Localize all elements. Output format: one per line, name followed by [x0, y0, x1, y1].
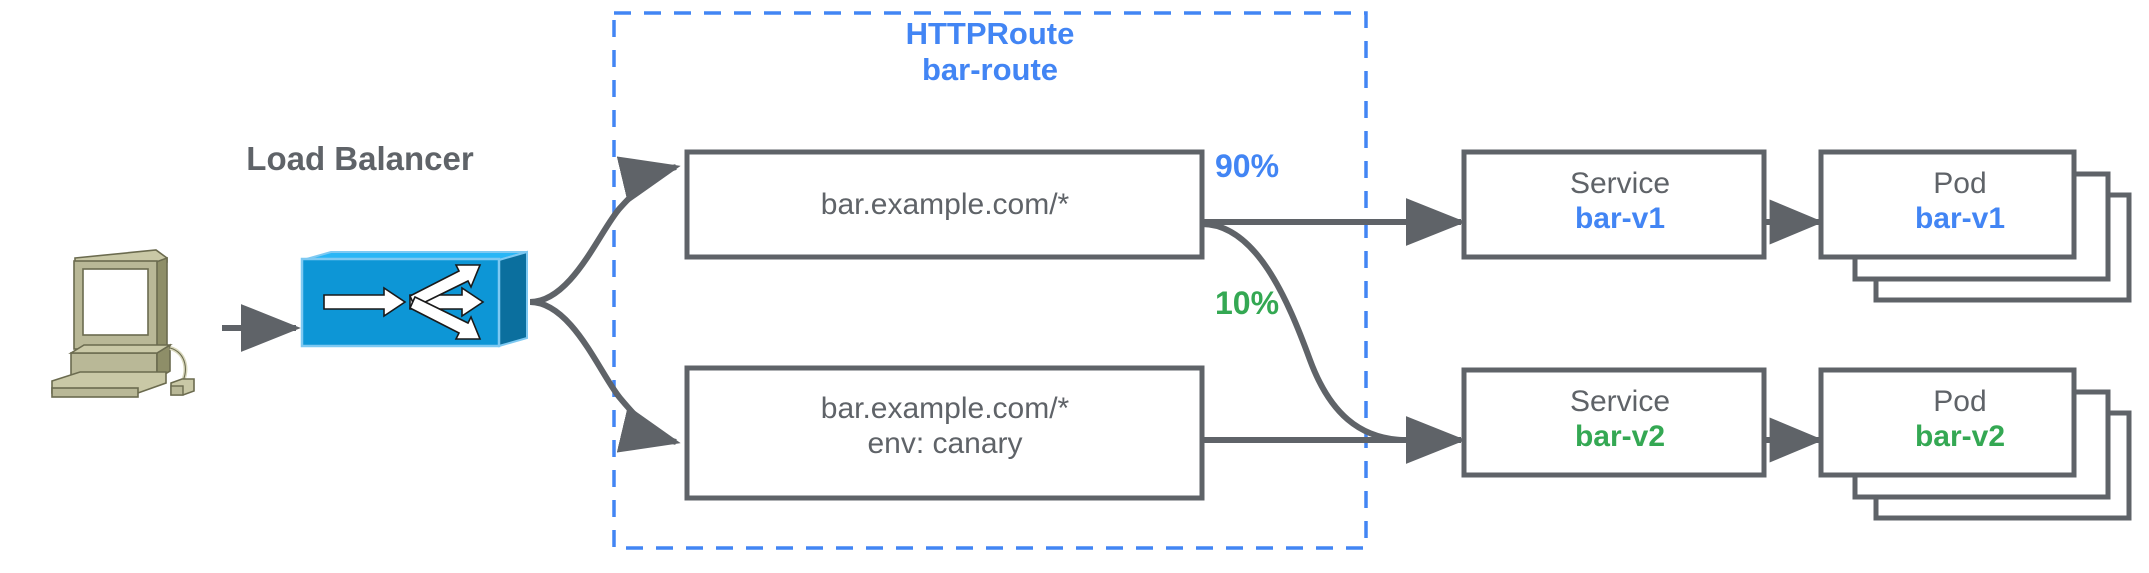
route-1-line1: bar.example.com/* [820, 188, 1070, 221]
pod-2-kind: Pod [1933, 385, 1987, 418]
arrow-lb-to-route-1 [529, 156, 681, 305]
httproute-group-title: HTTPRoute bar-route [790, 16, 1190, 87]
service-box-1[interactable] [1461, 149, 1767, 260]
desktop-computer-icon [51, 249, 195, 398]
route-box-2[interactable] [684, 365, 1205, 501]
weight-90-label: 90% [1215, 148, 1280, 184]
pod-stack-2 [1818, 367, 2132, 521]
pod-2-name: bar-v2 [1914, 419, 2006, 453]
service-box-2[interactable] [1461, 367, 1767, 478]
network-switch-icon [300, 250, 528, 348]
pod-1-label: Pod bar-v1 [1825, 167, 2095, 236]
arrow-route1-to-service2 [1201, 221, 1403, 443]
route-2-line2: env: canary [867, 426, 1023, 460]
route-1-label: bar.example.com/* [690, 188, 1200, 223]
weight-10-label: 10% [1215, 285, 1280, 321]
pod-box-1[interactable] [1818, 149, 2077, 260]
service-1-label: Service bar-v1 [1470, 167, 1770, 236]
service-1-kind: Service [1569, 167, 1671, 200]
httproute-group-box [612, 11, 1368, 550]
pod-1-name: bar-v1 [1914, 201, 2006, 235]
service-2-label: Service bar-v2 [1470, 385, 1770, 454]
httproute-kind: HTTPRoute [905, 16, 1075, 51]
service-1-name: bar-v1 [1574, 201, 1666, 235]
route-box-1[interactable] [684, 149, 1205, 260]
httproute-name: bar-route [921, 51, 1059, 87]
arrow-lb-to-route-2 [529, 299, 681, 453]
pod-stack-1 [1818, 149, 2132, 303]
service-2-name: bar-v2 [1574, 419, 1666, 453]
pod-box-2[interactable] [1818, 367, 2077, 478]
service-2-kind: Service [1569, 385, 1671, 418]
load-balancer-label: Load Balancer [246, 140, 474, 177]
route-2-label: bar.example.com/* env: canary [690, 392, 1200, 461]
route-2-line1: bar.example.com/* [820, 392, 1070, 425]
pod-1-kind: Pod [1933, 167, 1987, 200]
pod-2-label: Pod bar-v2 [1825, 385, 2095, 454]
